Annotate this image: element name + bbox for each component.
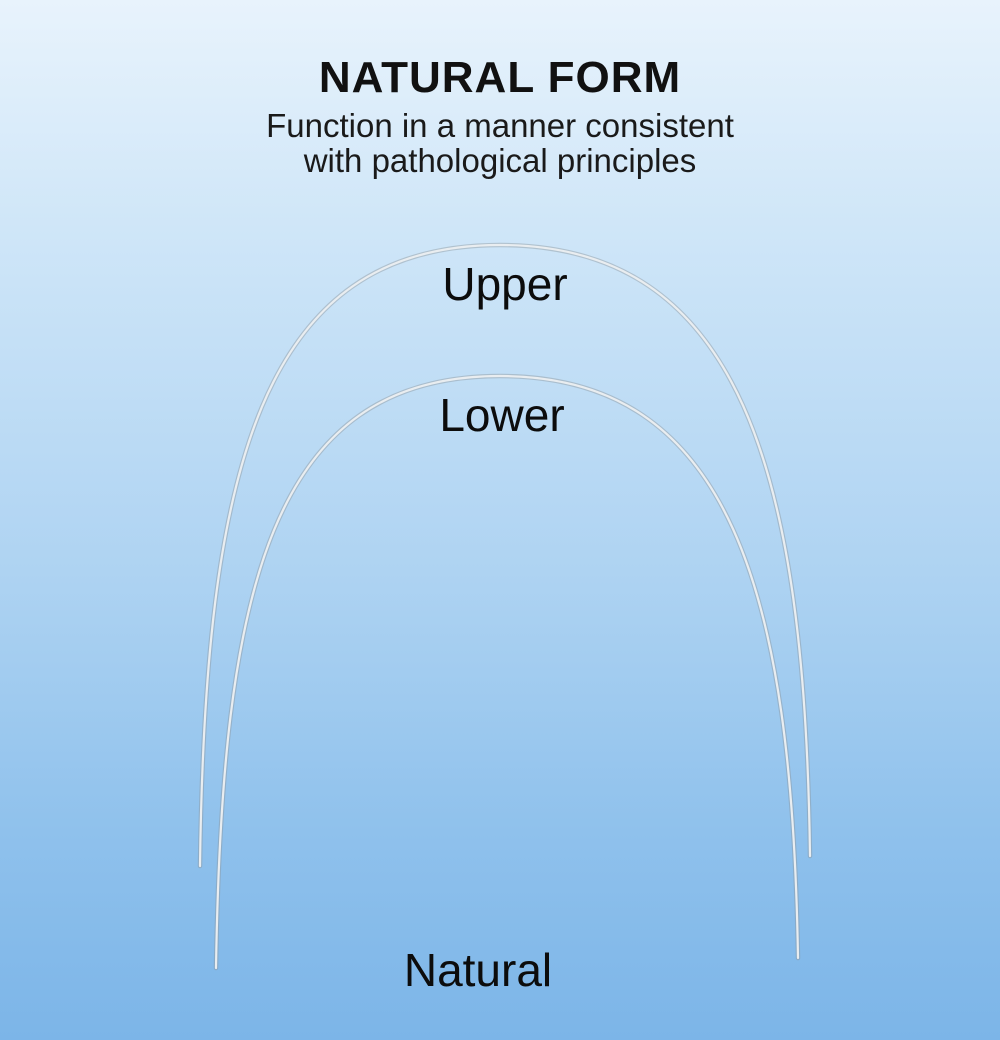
upper-label: Upper: [442, 258, 568, 310]
lower-label: Lower: [439, 389, 565, 441]
subtitle-line-2: with pathological principles: [303, 142, 697, 179]
page-title: NATURAL FORM: [318, 53, 682, 102]
subtitle-line-1: Function in a manner consistent: [266, 107, 734, 144]
natural-label: Natural: [403, 944, 553, 996]
upper-archwire: [197, 242, 813, 869]
lower-archwire: [213, 373, 801, 971]
